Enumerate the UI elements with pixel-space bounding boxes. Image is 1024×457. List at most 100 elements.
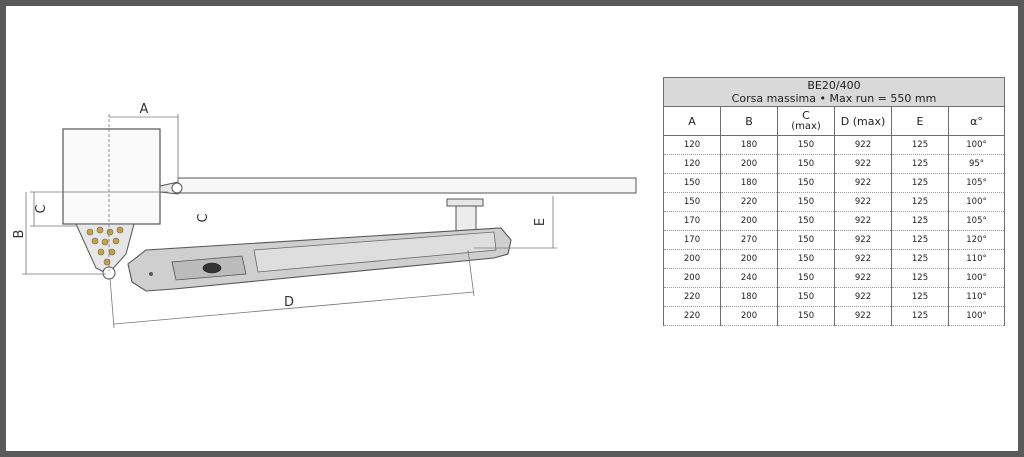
gate-leaf bbox=[177, 177, 637, 194]
cell-alpha: 110° bbox=[948, 249, 1005, 269]
cell-c: 150 bbox=[777, 135, 835, 155]
cell-c: 150 bbox=[777, 249, 835, 269]
cell-a: 220 bbox=[663, 306, 721, 326]
cell-alpha: 95° bbox=[948, 154, 1005, 174]
cell-alpha: 100° bbox=[948, 192, 1005, 212]
cell-b: 220 bbox=[720, 192, 778, 212]
table-title: BE20/400 bbox=[807, 79, 861, 92]
table-subtitle: Corsa massima • Max run = 550 mm bbox=[731, 92, 937, 105]
cell-d: 922 bbox=[834, 135, 892, 155]
cell-a: 200 bbox=[663, 268, 721, 288]
key-lock-icon bbox=[202, 262, 222, 274]
cell-b: 200 bbox=[720, 249, 778, 269]
cell-c: 150 bbox=[777, 306, 835, 326]
cell-d: 922 bbox=[834, 154, 892, 174]
cell-e: 125 bbox=[891, 154, 949, 174]
col-header-c-label: C bbox=[802, 109, 810, 122]
cell-alpha: 100° bbox=[948, 135, 1005, 155]
cell-e: 125 bbox=[891, 211, 949, 231]
screw bbox=[149, 272, 153, 276]
cell-b: 180 bbox=[720, 287, 778, 307]
cell-b: 200 bbox=[720, 154, 778, 174]
cell-d: 922 bbox=[834, 192, 892, 212]
col-header-c: C(max) bbox=[777, 106, 835, 136]
cell-alpha: 120° bbox=[948, 230, 1005, 250]
cell-c: 150 bbox=[777, 192, 835, 212]
cell-b: 200 bbox=[720, 306, 778, 326]
cell-e: 125 bbox=[891, 173, 949, 193]
cell-d: 922 bbox=[834, 211, 892, 231]
table-title-cell: BE20/400 Corsa massima • Max run = 550 m… bbox=[663, 77, 1005, 107]
figure-frame: A C B D E C BE20/400 Corsa massima • Max… bbox=[6, 6, 1018, 451]
cell-c: 150 bbox=[777, 230, 835, 250]
cell-b: 180 bbox=[720, 135, 778, 155]
cell-d: 922 bbox=[834, 306, 892, 326]
cell-e: 125 bbox=[891, 230, 949, 250]
dimension-lines bbox=[22, 114, 557, 329]
col-header-b: B bbox=[720, 106, 778, 136]
col-header-c-sub: (max) bbox=[791, 121, 821, 132]
cell-alpha: 100° bbox=[948, 306, 1005, 326]
cell-d: 922 bbox=[834, 268, 892, 288]
gate-opener-drawing: A C B D E C bbox=[12, 102, 637, 329]
cell-b: 270 bbox=[720, 230, 778, 250]
cell-e: 125 bbox=[891, 249, 949, 269]
cell-alpha: 105° bbox=[948, 211, 1005, 231]
dim-label-c: C bbox=[34, 204, 49, 213]
dim-label-a: A bbox=[140, 102, 149, 117]
rear-pin bbox=[102, 266, 116, 280]
cell-a: 220 bbox=[663, 287, 721, 307]
cell-alpha: 105° bbox=[948, 173, 1005, 193]
cell-e: 125 bbox=[891, 135, 949, 155]
cell-b: 240 bbox=[720, 268, 778, 288]
cell-alpha: 110° bbox=[948, 287, 1005, 307]
cell-a: 170 bbox=[663, 230, 721, 250]
dim-label-c-second: C bbox=[196, 213, 211, 222]
cell-a: 120 bbox=[663, 135, 721, 155]
col-header-e: E bbox=[891, 106, 949, 136]
cell-d: 922 bbox=[834, 287, 892, 307]
dim-label-e: E bbox=[533, 218, 548, 226]
col-header-a: A bbox=[663, 106, 721, 136]
dim-label-b: B bbox=[12, 230, 27, 239]
cell-d: 922 bbox=[834, 173, 892, 193]
table-header-row: A B C(max) D (max) E α° bbox=[663, 106, 1005, 136]
cell-c: 150 bbox=[777, 287, 835, 307]
cell-a: 150 bbox=[663, 192, 721, 212]
actuator-body bbox=[102, 227, 512, 292]
cell-a: 170 bbox=[663, 211, 721, 231]
cell-a: 120 bbox=[663, 154, 721, 174]
cell-a: 200 bbox=[663, 249, 721, 269]
cell-d: 922 bbox=[834, 230, 892, 250]
cell-c: 150 bbox=[777, 268, 835, 288]
gate-post bbox=[62, 128, 161, 225]
cell-b: 180 bbox=[720, 173, 778, 193]
cell-d: 922 bbox=[834, 249, 892, 269]
spec-table: BE20/400 Corsa massima • Max run = 550 m… bbox=[663, 77, 1005, 326]
table-title-row: BE20/400 Corsa massima • Max run = 550 m… bbox=[663, 77, 1005, 107]
cell-e: 125 bbox=[891, 306, 949, 326]
cell-a: 150 bbox=[663, 173, 721, 193]
col-header-alpha: α° bbox=[948, 106, 1005, 136]
cell-b: 200 bbox=[720, 211, 778, 231]
cell-c: 150 bbox=[777, 173, 835, 193]
cell-c: 150 bbox=[777, 154, 835, 174]
cell-alpha: 100° bbox=[948, 268, 1005, 288]
col-header-d: D (max) bbox=[834, 106, 892, 136]
cell-e: 125 bbox=[891, 287, 949, 307]
rear-bracket bbox=[75, 223, 135, 275]
cell-e: 125 bbox=[891, 192, 949, 212]
cell-e: 125 bbox=[891, 268, 949, 288]
dim-label-d: D bbox=[284, 295, 294, 310]
